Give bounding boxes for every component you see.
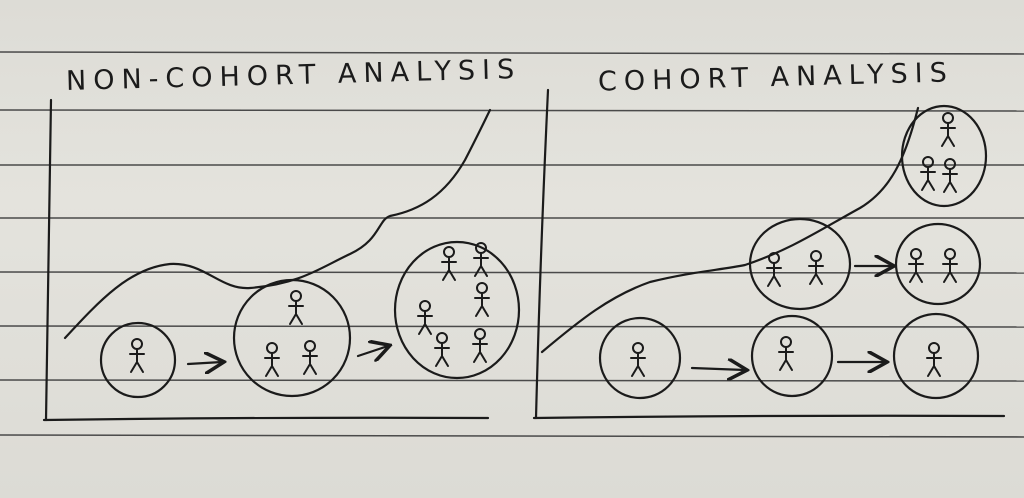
cohort-3-circle <box>892 312 980 400</box>
person-icon <box>302 340 318 375</box>
person-icon <box>942 158 958 193</box>
cohort-4-circle <box>748 217 852 311</box>
person-icon <box>920 156 936 191</box>
cohort-2-circle <box>750 314 834 398</box>
group-3-circle <box>393 240 521 380</box>
right-y-axis <box>534 88 550 420</box>
person-icon <box>288 290 304 325</box>
group-2-circle <box>232 278 352 398</box>
non-cohort-panel <box>42 98 521 422</box>
person-icon <box>441 246 457 281</box>
person-icon <box>778 336 794 371</box>
person-icon <box>472 328 488 363</box>
person-icon <box>942 248 958 283</box>
right-growth-curve <box>540 106 920 354</box>
cohort-panel <box>532 88 1006 420</box>
arrow-1 <box>186 362 222 364</box>
person-icon <box>129 338 145 373</box>
person-icon <box>808 250 824 285</box>
person-icon <box>908 248 924 283</box>
left-x-axis <box>42 416 490 422</box>
non-cohort-people <box>129 242 490 377</box>
person-icon <box>434 332 450 367</box>
person-icon <box>417 300 433 335</box>
arrow-2 <box>356 346 388 356</box>
left-y-axis <box>44 98 53 422</box>
person-icon <box>926 342 942 377</box>
cohort-1-circle <box>598 316 682 400</box>
person-icon <box>940 112 956 147</box>
right-x-axis <box>532 414 1006 420</box>
person-icon <box>474 282 490 317</box>
arrow-3 <box>690 368 745 370</box>
person-icon <box>766 252 782 287</box>
cohort-6-circle <box>900 104 988 208</box>
left-growth-curve <box>63 108 492 340</box>
person-icon <box>630 342 646 377</box>
person-icon <box>264 342 280 377</box>
group-1-circle <box>99 321 177 399</box>
ruled-lines <box>0 51 1024 438</box>
